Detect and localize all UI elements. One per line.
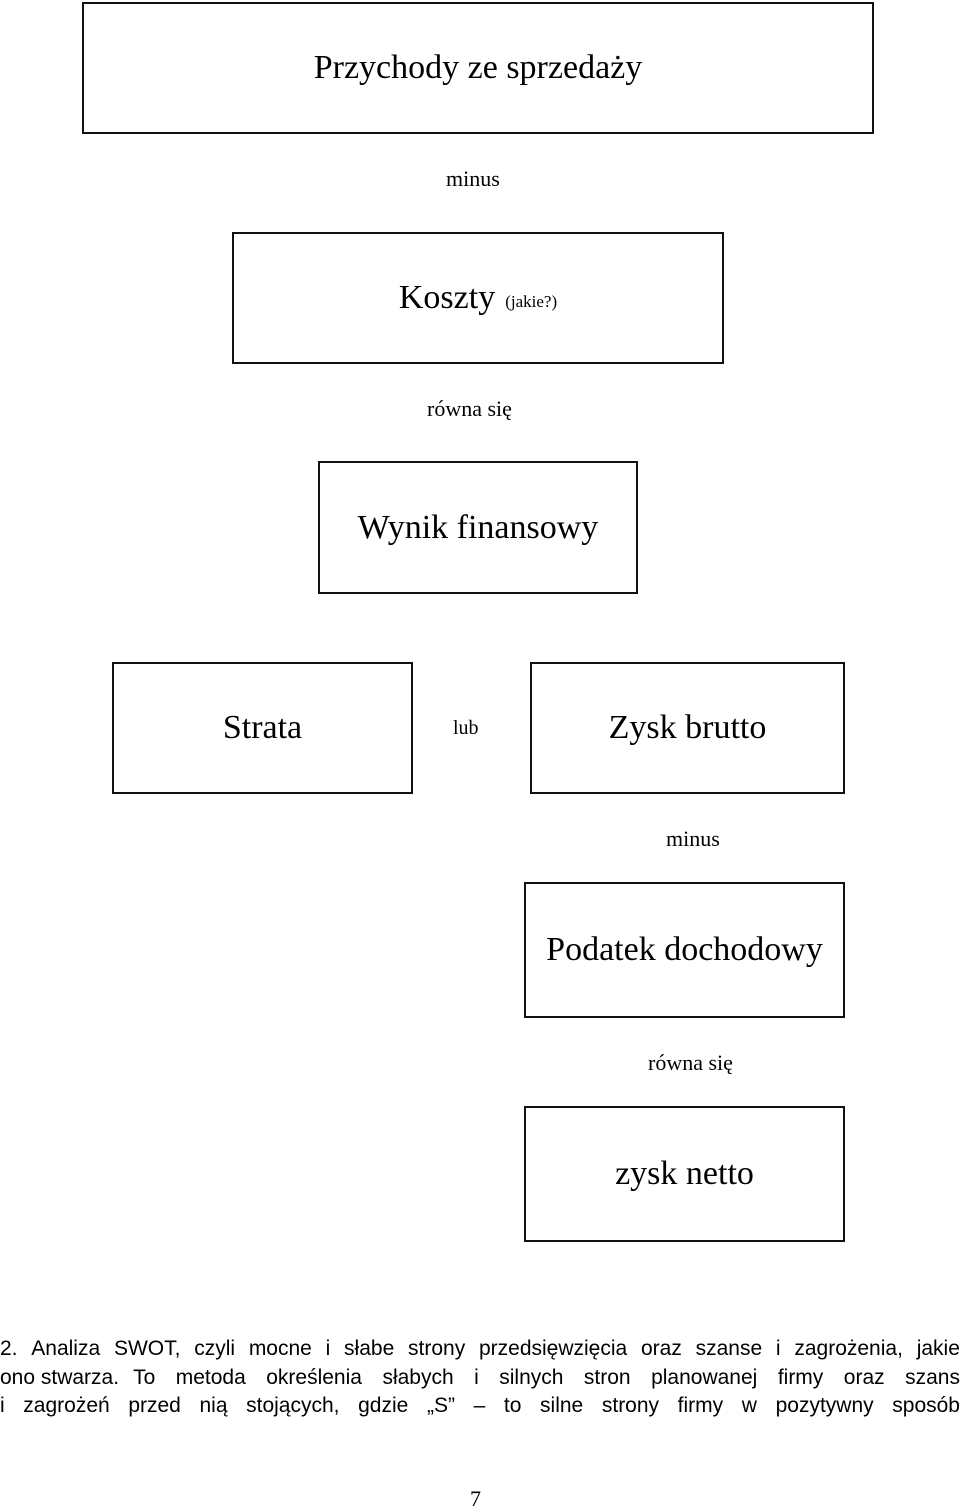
costs-label: Koszty [398,279,496,316]
minus-label-1: minus [446,166,500,191]
page-number: 7 [470,1486,481,1511]
financial-result-label: Wynik finansowy [357,508,599,546]
income-tax-label: Podatek dochodowy [546,931,823,968]
costs-box: Koszty (jakie?) [232,232,724,364]
loss-box: Strata [112,662,413,794]
revenue-box: Przychody ze sprzedaży [82,2,874,134]
equals-label-1: równa się [427,396,512,421]
or-label: lub [453,717,479,739]
revenue-label: Przychody ze sprzedaży [313,49,643,86]
equals-label-2: równa się [648,1050,733,1075]
financial-result-box: Wynik finansowy [318,461,638,594]
loss-label: Strata [222,709,303,746]
gross-profit-label: Zysk brutto [608,709,767,746]
gross-profit-box: Zysk brutto [530,662,845,794]
net-profit-box: zysk netto [524,1106,845,1242]
minus-label-2: minus [666,826,720,851]
costs-note: (jakie?) [505,292,558,311]
income-tax-box: Podatek dochodowy [524,882,845,1018]
net-profit-label: zysk netto [615,1155,754,1192]
